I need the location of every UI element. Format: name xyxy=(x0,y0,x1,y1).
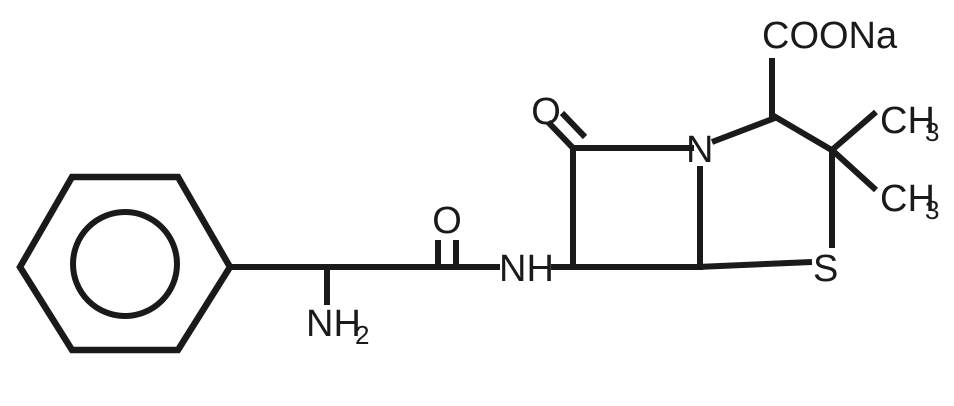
bond-sulfur-to-c5 xyxy=(696,259,813,270)
bond-c2-to-c3 xyxy=(770,112,837,155)
label-amine: NH xyxy=(306,303,361,345)
label-amide-oxygen: O xyxy=(432,200,462,242)
side-chain-bonds xyxy=(227,240,576,305)
aromatic-circle-icon xyxy=(70,209,180,319)
bond-lactam-carbonyl-double-b xyxy=(559,110,588,140)
bond-c3-to-methyl-bottom xyxy=(829,147,879,193)
benzene-hexagon xyxy=(16,173,234,354)
label-sulfur: S xyxy=(813,248,838,290)
bond-nitrogen-to-c2 xyxy=(710,115,777,145)
substituent-bonds xyxy=(769,58,879,193)
label-amine-subscript: 2 xyxy=(355,320,369,350)
thiazolidine-ring xyxy=(696,112,837,270)
beta-lactam-ring xyxy=(545,110,703,270)
bond-lactam-carbonyl-double-a xyxy=(545,119,576,151)
atom-labels: COONa CH 3 CH 3 S N NH O O NH 2 xyxy=(306,15,939,350)
benzene-ring xyxy=(16,173,234,354)
label-amide-nitrogen: NH xyxy=(499,248,554,290)
label-carboxylate-sodium: COONa xyxy=(762,15,898,57)
bond-c3-to-methyl-top xyxy=(830,109,878,153)
label-methyl-bottom-subscript: 3 xyxy=(925,195,939,225)
label-methyl-top-subscript: 3 xyxy=(925,117,939,147)
label-methyl-top: CH xyxy=(880,100,935,142)
label-lactam-oxygen: O xyxy=(531,91,561,133)
label-ring-nitrogen: N xyxy=(686,129,713,171)
label-methyl-bottom: CH xyxy=(880,178,935,220)
